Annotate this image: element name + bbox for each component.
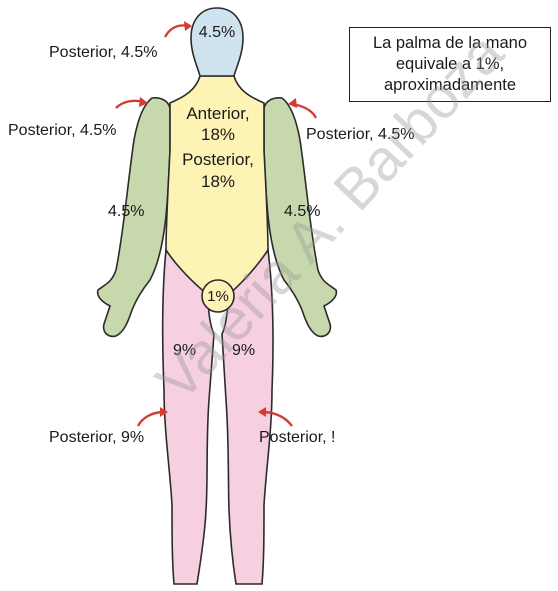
trunk-posterior-label: Posterior, bbox=[182, 150, 254, 169]
note-line-3: aproximadamente bbox=[383, 76, 517, 94]
right-arm-region bbox=[263, 97, 338, 338]
left-leg-back-label: Posterior, 9% bbox=[49, 429, 145, 446]
right-arm-back-label: Posterior, 4.5% bbox=[306, 126, 415, 143]
arrowhead-right-leg-back bbox=[258, 407, 266, 417]
head-region bbox=[190, 7, 244, 77]
genital-label: 1% bbox=[207, 288, 229, 305]
left-arm-back-label: Posterior, 4.5% bbox=[8, 122, 117, 139]
right-leg-label: 9% bbox=[232, 342, 256, 359]
left-arm-region bbox=[96, 97, 171, 338]
left-leg-region bbox=[161, 248, 215, 585]
arrowhead-head-back bbox=[184, 21, 192, 31]
head-back-label: Posterior, 4.5% bbox=[49, 44, 158, 61]
arrowhead-right-arm-back bbox=[288, 98, 297, 108]
arrowhead-left-leg-back bbox=[160, 407, 168, 417]
head-label: 4.5% bbox=[198, 24, 236, 41]
arrow-head-back bbox=[163, 24, 189, 38]
trunk-anterior-label: Anterior, bbox=[186, 104, 250, 123]
palm-note-box: La palma de la mano equivale a 1%, aprox… bbox=[349, 27, 551, 102]
right-leg-back-label: Posterior, ! bbox=[259, 429, 336, 446]
note-line-1: La palma de la mano bbox=[372, 34, 528, 52]
trunk-posterior-value: 18% bbox=[200, 172, 236, 191]
arrowheads bbox=[139, 21, 297, 417]
trunk-anterior-value: 18% bbox=[200, 125, 236, 144]
genital-region bbox=[201, 279, 235, 313]
arrowhead-left-arm-back bbox=[139, 97, 148, 107]
left-leg-label: 9% bbox=[173, 342, 197, 359]
right-leg-region bbox=[221, 248, 274, 585]
left-arm-label: 4.5% bbox=[108, 203, 145, 220]
right-arm-label: 4.5% bbox=[284, 203, 321, 220]
note-line-2: equivale a 1%, bbox=[395, 55, 505, 73]
